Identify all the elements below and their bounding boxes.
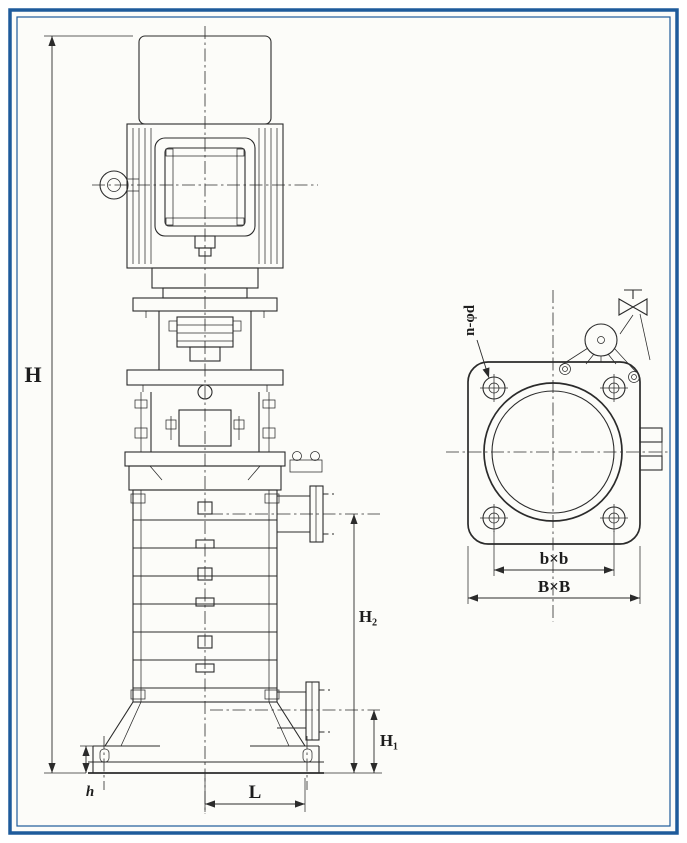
suction-flange-lower xyxy=(277,681,330,741)
dimension-H2: H₂ xyxy=(324,514,382,774)
pump-casing xyxy=(130,489,280,703)
dimension-bxb: b×b xyxy=(493,531,615,576)
base xyxy=(88,701,324,774)
dim-label-H1: H₁ xyxy=(380,731,398,750)
leader-n-phi-d: n-φd xyxy=(462,304,490,379)
bolt-hole-bottom-left xyxy=(480,504,508,532)
vent-valve xyxy=(618,289,651,361)
centerlines-front xyxy=(92,26,380,814)
dim-label-bxb: b×b xyxy=(540,549,569,568)
dim-label-H: H xyxy=(24,362,41,387)
top-view-plan: n-φd b×b B×B xyxy=(446,289,670,622)
dimension-H1: H₁ xyxy=(370,710,398,773)
inner-frame xyxy=(16,16,671,827)
suction-bore xyxy=(483,382,623,522)
pump-head-flange xyxy=(126,369,284,400)
lifting-eye xyxy=(99,170,139,200)
dim-label-H2: H₂ xyxy=(359,607,377,626)
dim-label-L: L xyxy=(249,782,262,803)
side-bracket xyxy=(639,427,663,471)
terminal-box xyxy=(154,137,256,257)
coupling-housing xyxy=(158,311,252,370)
top-edge-bolts xyxy=(559,363,640,383)
outer-frame xyxy=(8,8,679,835)
dimension-BxB: B×B xyxy=(467,546,641,604)
dim-label-BxB: B×B xyxy=(538,577,570,596)
base-flange-square xyxy=(467,361,641,545)
corner-bolt-holes xyxy=(480,374,628,532)
dimension-L: L xyxy=(204,778,306,812)
seal-housing xyxy=(134,392,276,452)
motor-adapter xyxy=(127,267,283,318)
dimension-H: H xyxy=(24,35,133,774)
bolt-hole-top-right xyxy=(600,374,628,402)
front-view-elevation: H h L H₂ H₁ xyxy=(24,26,398,814)
bolt-hole-top-left xyxy=(480,374,508,402)
gauge-port xyxy=(559,323,637,373)
discharge-flange-upper xyxy=(277,451,334,543)
dim-label-h: h xyxy=(86,784,94,800)
dimension-h: h xyxy=(80,745,94,800)
bolt-note-label: n-φd xyxy=(462,304,478,336)
bolt-hole-bottom-right xyxy=(600,504,628,532)
